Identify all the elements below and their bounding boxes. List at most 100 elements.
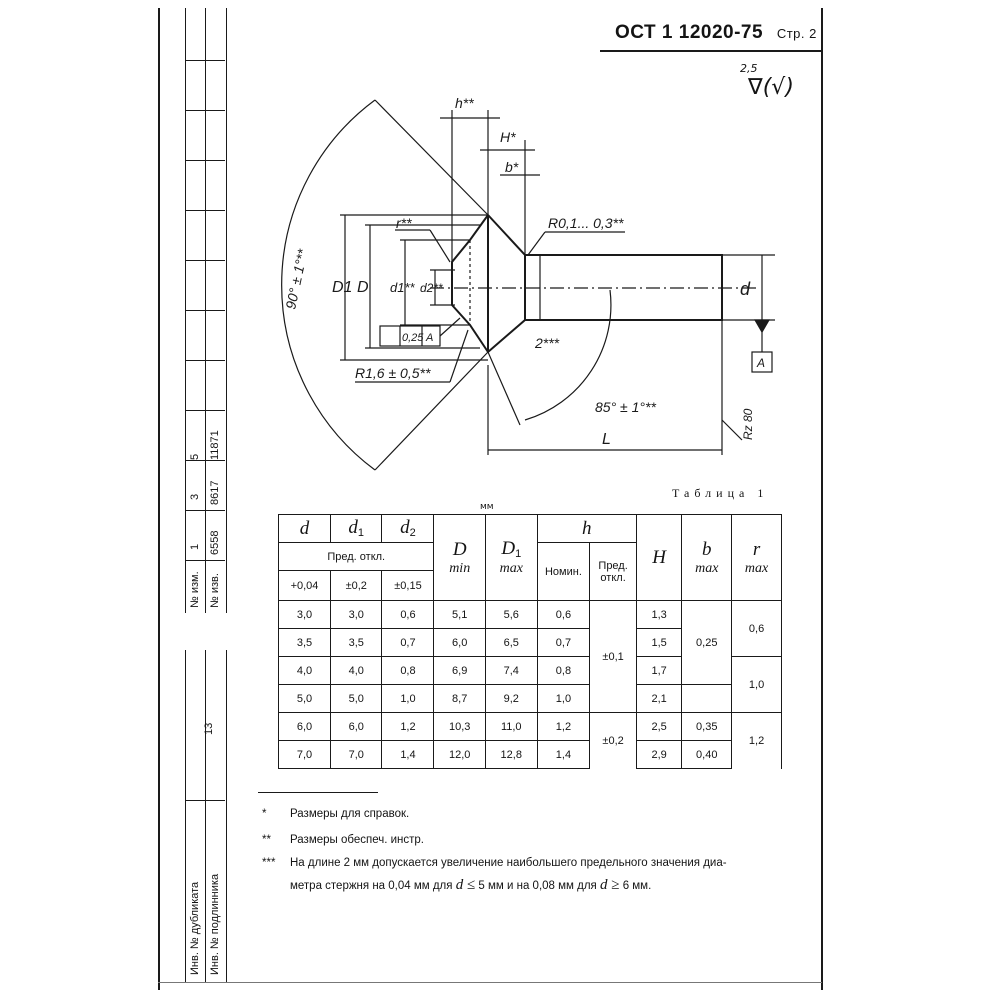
- label-two: 2***: [534, 335, 560, 351]
- rivet-drawing: h** H* b* r** R0,1... 0,3** D1 D d1** d2…: [281, 95, 775, 471]
- label-datum-ref: A: [425, 332, 433, 344]
- header-underline: [600, 50, 822, 52]
- cell-D: 12,0: [433, 740, 486, 769]
- r-leader: [429, 229, 451, 263]
- cell-H: 1,7: [635, 656, 683, 685]
- angle-85-arc: [524, 289, 612, 421]
- note-2: **Размеры обеспеч. инстр.: [262, 834, 424, 846]
- cell-h-tol: ±0,2: [589, 712, 637, 769]
- label-L: L: [602, 431, 611, 448]
- label-D1: D1: [332, 279, 352, 296]
- cell-d2: 1,4: [381, 740, 435, 769]
- units-label: мм: [480, 502, 494, 512]
- cell-d2: 0,8: [381, 656, 435, 685]
- roughness-value: 2,5: [740, 62, 758, 75]
- note-3: *** На длине 2 мм допускается увеличение …: [262, 857, 727, 869]
- cell-b: 0,25: [681, 600, 733, 685]
- note-text-line2a: метра стержня на 0,04 мм для: [290, 880, 453, 892]
- stamp-line: [185, 800, 225, 801]
- document-header: ОСТ 1 12020-75 Стр. 2: [615, 22, 817, 44]
- col-d2: d2: [381, 514, 435, 543]
- inventory-stamp: [185, 650, 227, 982]
- head-right-contour: [487, 214, 526, 353]
- table-row: 7,0 7,0 1,4 12,0 12,8 1,4 2,9 0,40: [278, 740, 782, 769]
- pred-otkl-header: Пред. откл.: [277, 542, 435, 571]
- cell-d: 3,0: [278, 600, 331, 629]
- tol-d2: ±0,15: [381, 570, 435, 601]
- cell-D1: 6,5: [484, 628, 538, 657]
- stamp-line: [185, 260, 225, 261]
- cell-r: 1,2: [731, 712, 782, 769]
- note-sym-d-ge: d ≥: [600, 877, 620, 893]
- angle-90-leader-top: [374, 99, 489, 216]
- stamp-izv-label: № изв.: [209, 573, 221, 608]
- stamp-line: [185, 160, 225, 161]
- cell-D: 6,9: [433, 656, 486, 685]
- note-text-line1: На длине 2 мм допускается увеличение наи…: [290, 857, 727, 869]
- tolerance-leader: [439, 317, 461, 337]
- note-text-line2b: 5 мм и на 0,08 мм для: [478, 880, 597, 892]
- note-mark: **: [262, 834, 271, 846]
- table-row: 3,0 3,0 0,6 5,1 5,6 0,6 ±0,1 1,3 0,25 0,…: [278, 600, 782, 713]
- cell-b: 0,35: [681, 712, 733, 741]
- col-h: h: [536, 514, 637, 543]
- cell-D1: 7,4: [484, 656, 538, 685]
- roughness-extra: (√): [762, 75, 794, 100]
- datum-triangle: [753, 319, 771, 334]
- h-pred-header: Пред. откл.: [589, 542, 637, 601]
- table-caption: Таблица 1: [672, 486, 769, 500]
- note-mark: ***: [262, 857, 276, 869]
- tol-d1: ±0,2: [329, 570, 383, 601]
- cell-d1: 3,0: [329, 600, 383, 629]
- frame-left-border: [158, 8, 160, 990]
- angle-90-leader-bottom: [374, 351, 489, 471]
- note-3-continued: метра стержня на 0,04 мм для d ≤ 5 мм и …: [290, 877, 651, 894]
- cell-d: 3,5: [278, 628, 331, 657]
- stamp-line: [185, 560, 225, 561]
- label-h: h**: [455, 95, 474, 111]
- stamp-izm-label: № изм.: [189, 571, 201, 608]
- stamp-line: [185, 310, 225, 311]
- datum-box: [751, 351, 773, 373]
- cell-D1: 5,6: [484, 600, 538, 629]
- cell-h: 0,6: [536, 600, 591, 629]
- r01-leader: [527, 231, 546, 256]
- cell-d: 4,0: [278, 656, 331, 685]
- cell-d2: 1,0: [381, 684, 435, 713]
- cell-h: 1,0: [536, 684, 591, 713]
- rivet-drawing-svg: h** H* b* r** R0,1... 0,3** D1 D d1** d2…: [281, 95, 775, 471]
- stamp-orig-label: Инв. № подлинника: [209, 873, 221, 975]
- label-angle-90: 90° ± 1°**: [282, 247, 310, 310]
- cell-d: 6,0: [278, 712, 331, 741]
- note-1: *Размеры для справок.: [262, 808, 409, 820]
- angle-85-leader: [487, 351, 521, 426]
- roughness-symbol: ∇(√): [748, 75, 794, 100]
- cell-H: 2,5: [635, 712, 683, 741]
- inventory-stamp-divider: [205, 650, 206, 982]
- cell-H: 2,1: [635, 684, 683, 713]
- table-row: 5,0 5,0 1,0 8,7 9,2 1,0 2,1: [278, 684, 782, 713]
- standard-number: ОСТ 1 12020-75: [615, 22, 764, 43]
- cell-d1: 6,0: [329, 712, 383, 741]
- rz-leader: [721, 419, 743, 441]
- cell-h: 0,8: [536, 656, 591, 685]
- col-d: d: [278, 514, 331, 543]
- col-d1: d1: [329, 514, 383, 543]
- note-text: Размеры для справок.: [290, 808, 410, 820]
- stamp-line: [185, 410, 225, 411]
- cell-h: 1,2: [536, 712, 591, 741]
- table-row: 6,0 6,0 1,2 10,3 11,0 1,2 ±0,2 2,5 0,35 …: [278, 712, 782, 769]
- label-b: b*: [505, 159, 519, 175]
- cell-d2: 0,7: [381, 628, 435, 657]
- head-left-contour: [451, 214, 489, 353]
- label-d2: d2**: [420, 281, 443, 295]
- r16-leader: [449, 329, 469, 383]
- cell-D1: 12,8: [484, 740, 538, 769]
- cell-H: 2,9: [635, 740, 683, 769]
- angle-90-arc: [281, 99, 376, 471]
- label-r: r**: [396, 215, 412, 231]
- cell-D1: 9,2: [484, 684, 538, 713]
